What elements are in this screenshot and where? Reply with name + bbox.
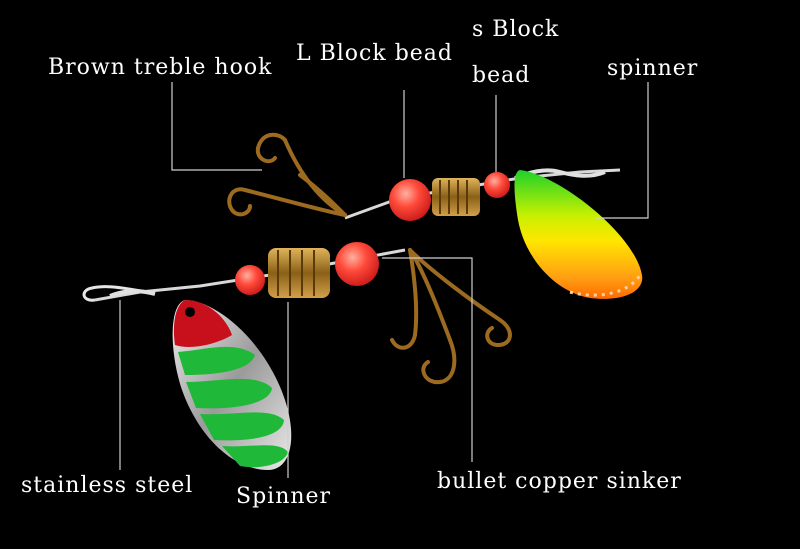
label-s-block-bead-line1: s Block bbox=[472, 17, 560, 42]
upper-copper-sinker bbox=[432, 178, 480, 216]
upper-blade-edge-dots bbox=[569, 274, 642, 297]
upper-spinner-blade bbox=[514, 170, 643, 299]
lower-treble-hook bbox=[390, 248, 512, 385]
label-l-block-bead: L Block bead bbox=[296, 41, 453, 66]
label-bullet-copper-sinker: bullet copper sinker bbox=[437, 469, 682, 494]
leader-copper-sinker bbox=[382, 257, 473, 462]
label-spinner-bottom: Spinner bbox=[236, 484, 332, 509]
lower-lure bbox=[82, 242, 512, 470]
upper-treble-hook bbox=[227, 132, 347, 217]
leader-lines bbox=[119, 82, 649, 478]
label-stainless-steel: stainless steel bbox=[21, 473, 194, 498]
leader-treble-hook bbox=[171, 82, 262, 171]
upper-large-bead bbox=[389, 179, 431, 221]
lower-small-bead bbox=[235, 265, 265, 295]
label-spinner-top: spinner bbox=[607, 56, 699, 81]
lower-swivel bbox=[109, 289, 156, 298]
lower-copper-sinker bbox=[268, 248, 330, 298]
label-s-block-bead-line2: bead bbox=[472, 63, 531, 88]
lower-spinner-blade bbox=[172, 300, 292, 470]
label-brown-treble-hook: Brown treble hook bbox=[48, 55, 273, 80]
leader-spinner-top bbox=[595, 82, 649, 219]
upper-small-bead bbox=[484, 172, 510, 198]
upper-lure bbox=[227, 132, 643, 299]
lower-large-bead bbox=[335, 242, 379, 286]
